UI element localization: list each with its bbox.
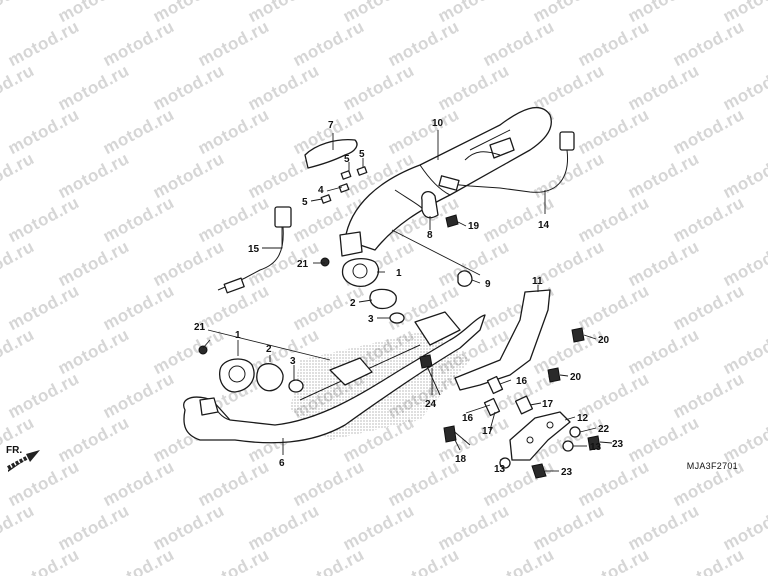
callout-12: 12 — [577, 413, 589, 424]
heat-shield-7 — [304, 139, 358, 169]
callout-3: 3 — [290, 356, 296, 367]
callout-13: 13 — [494, 464, 506, 475]
exhaust-pipe-6 — [183, 311, 486, 444]
callout-1: 1 — [235, 330, 241, 341]
front-direction-label: FR. — [6, 445, 23, 456]
brackets — [454, 289, 571, 461]
callout-11: 11 — [532, 276, 543, 287]
leader-lines — [202, 130, 613, 472]
flange-upper — [320, 257, 405, 324]
callout-5: 5 — [359, 149, 365, 160]
bolts-4-5 — [320, 166, 368, 204]
callout-13: 13 — [590, 442, 602, 453]
callout-6: 6 — [279, 458, 285, 469]
callout-16: 16 — [516, 376, 528, 387]
callout-24: 24 — [425, 399, 437, 410]
callout-20: 20 — [570, 372, 582, 383]
callout-2: 2 — [350, 298, 356, 309]
callout-20: 20 — [598, 335, 610, 346]
callout-17: 17 — [542, 399, 554, 410]
callout-16: 16 — [462, 413, 474, 424]
callout-17: 17 — [482, 426, 494, 437]
callout-15: 15 — [248, 244, 260, 255]
callout-7: 7 — [328, 120, 334, 131]
callout-2: 2 — [266, 344, 272, 355]
callout-19: 19 — [468, 221, 480, 232]
callout-3: 3 — [368, 314, 374, 325]
callout-21: 21 — [194, 322, 206, 333]
callout-23: 23 — [612, 439, 624, 450]
o2-sensor-14 — [438, 131, 575, 193]
collar-9 — [457, 270, 473, 287]
callout-10: 10 — [432, 118, 444, 129]
callout-14: 14 — [538, 220, 550, 231]
o2-sensor-15 — [217, 206, 292, 294]
front-arrow-shaft — [7, 454, 31, 470]
callout-5: 5 — [302, 197, 308, 208]
clamp-8 — [421, 190, 439, 219]
callout-1: 1 — [396, 268, 402, 279]
diagram-code: MJA3F2701 — [686, 461, 738, 471]
callout-4: 4 — [318, 185, 324, 196]
callout-18: 18 — [455, 454, 467, 465]
callout-8: 8 — [427, 230, 433, 241]
front-arrow-icon — [8, 450, 40, 472]
flange-lower — [198, 345, 304, 393]
callout-23: 23 — [561, 467, 573, 478]
callout-9: 9 — [485, 279, 491, 290]
callout-22: 22 — [598, 424, 610, 435]
bolt-19 — [445, 214, 459, 228]
callout-21: 21 — [297, 259, 309, 270]
callout-labels: 7 10 5 5 4 5 8 19 14 15 21 1 9 2 3 11 20… — [194, 118, 624, 478]
callout-5: 5 — [344, 154, 350, 165]
